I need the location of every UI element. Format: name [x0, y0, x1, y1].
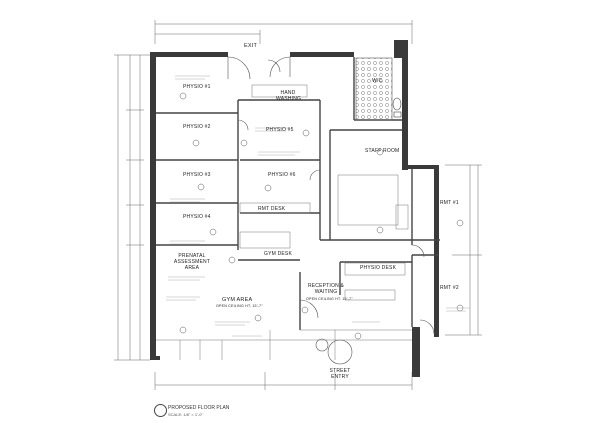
room-reception: RECEPTION & WAITING [307, 283, 345, 295]
room-prenatal: PRENATAL ASSESSMENT AREA [173, 253, 211, 271]
interior-walls [156, 57, 440, 330]
drawing-reference-bubble [154, 404, 167, 417]
room-rmt-1: RMT #1 [440, 200, 459, 206]
bottom-dimension [154, 372, 413, 390]
drawing-scale: SCALE: 1/8" = 1'-0" [168, 412, 203, 417]
physio-desk: PHYSIO DESK [360, 265, 397, 271]
right-dimension [445, 164, 482, 336]
doors [227, 56, 435, 365]
room-physio-2: PHYSIO #2 [183, 124, 211, 130]
room-gym-area: GYM AREA [222, 297, 253, 303]
room-physio-4: PHYSIO #4 [183, 214, 211, 220]
room-physio-6: PHYSIO #6 [268, 172, 296, 178]
room-rmt-2: RMT #2 [440, 285, 459, 291]
room-physio-3: PHYSIO #3 [183, 172, 211, 178]
room-exit: EXIT [244, 43, 258, 49]
exterior-walls [150, 40, 439, 377]
room-wc: W/C [372, 78, 383, 84]
toilet [392, 97, 402, 118]
room-staff: STAFF ROOM [365, 148, 400, 154]
drawing-title: PROPOSED FLOOR PLAN [168, 405, 230, 411]
washroom-tile [355, 57, 393, 121]
annotation-notes [166, 75, 470, 337]
room-physio-1: PHYSIO #1 [183, 84, 211, 90]
rmt-desk: RMT DESK [258, 206, 286, 212]
top-dimension [154, 20, 413, 44]
room-hand-washing: HAND WASHING [276, 90, 302, 102]
gym-desk: GYM DESK [264, 251, 292, 257]
gym-ceiling-note: OPEN CEILING HT. 15'-7" [216, 304, 263, 308]
left-dimension [114, 54, 150, 361]
room-physio-5: PHYSIO #5 [266, 127, 294, 133]
reception-ceiling-note: OPEN CEILING HT. 15'-7" [306, 297, 353, 301]
secondary-lines [156, 84, 412, 360]
street-entry: STREET ENTRY [329, 368, 351, 380]
